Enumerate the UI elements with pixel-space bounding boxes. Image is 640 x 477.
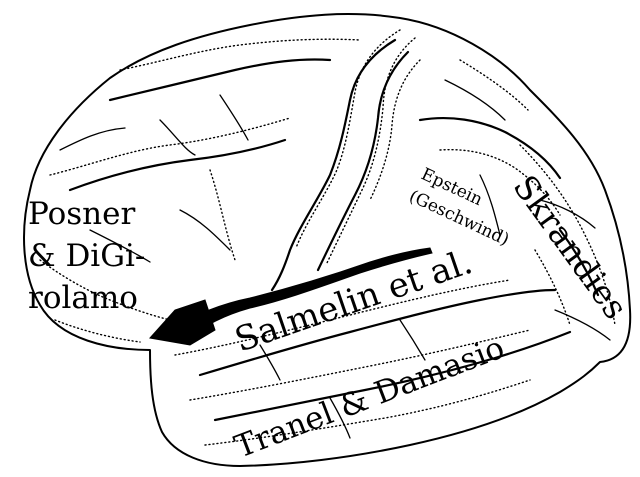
label-posner-line2: & DiGi- [28, 238, 145, 274]
label-posner-line1: Posner [28, 196, 135, 232]
label-posner-line3: rolamo [28, 280, 138, 316]
